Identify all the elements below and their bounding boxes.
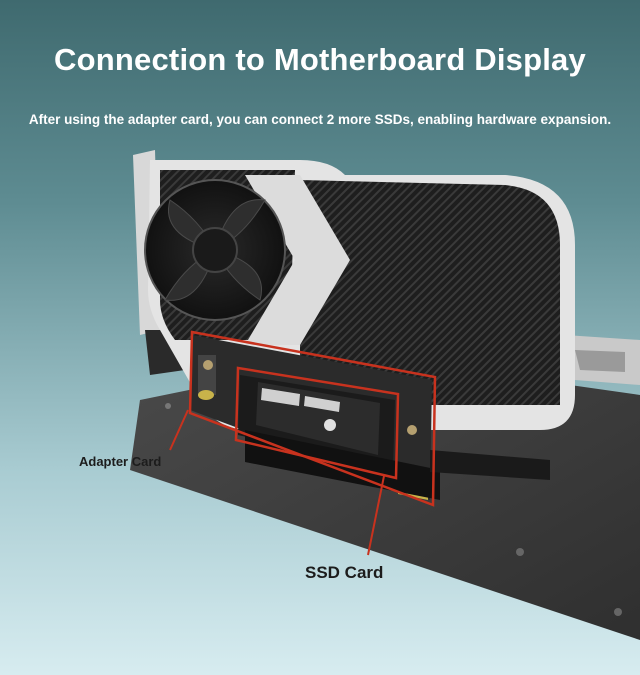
ssd-card <box>238 375 395 470</box>
mount-bracket <box>565 335 640 385</box>
page-subtitle: After using the adapter card, you can co… <box>28 112 612 127</box>
adapter-card-label: Adapter Card <box>79 454 162 469</box>
ssd-card-label: SSD Card <box>305 563 384 582</box>
adapter-card-highlight <box>188 330 437 507</box>
ssd-card-leader <box>367 475 385 556</box>
ssd-card-highlight <box>234 366 400 480</box>
page-title: Connection to Motherboard Display <box>54 42 586 77</box>
adapter-card-leader <box>169 409 189 451</box>
